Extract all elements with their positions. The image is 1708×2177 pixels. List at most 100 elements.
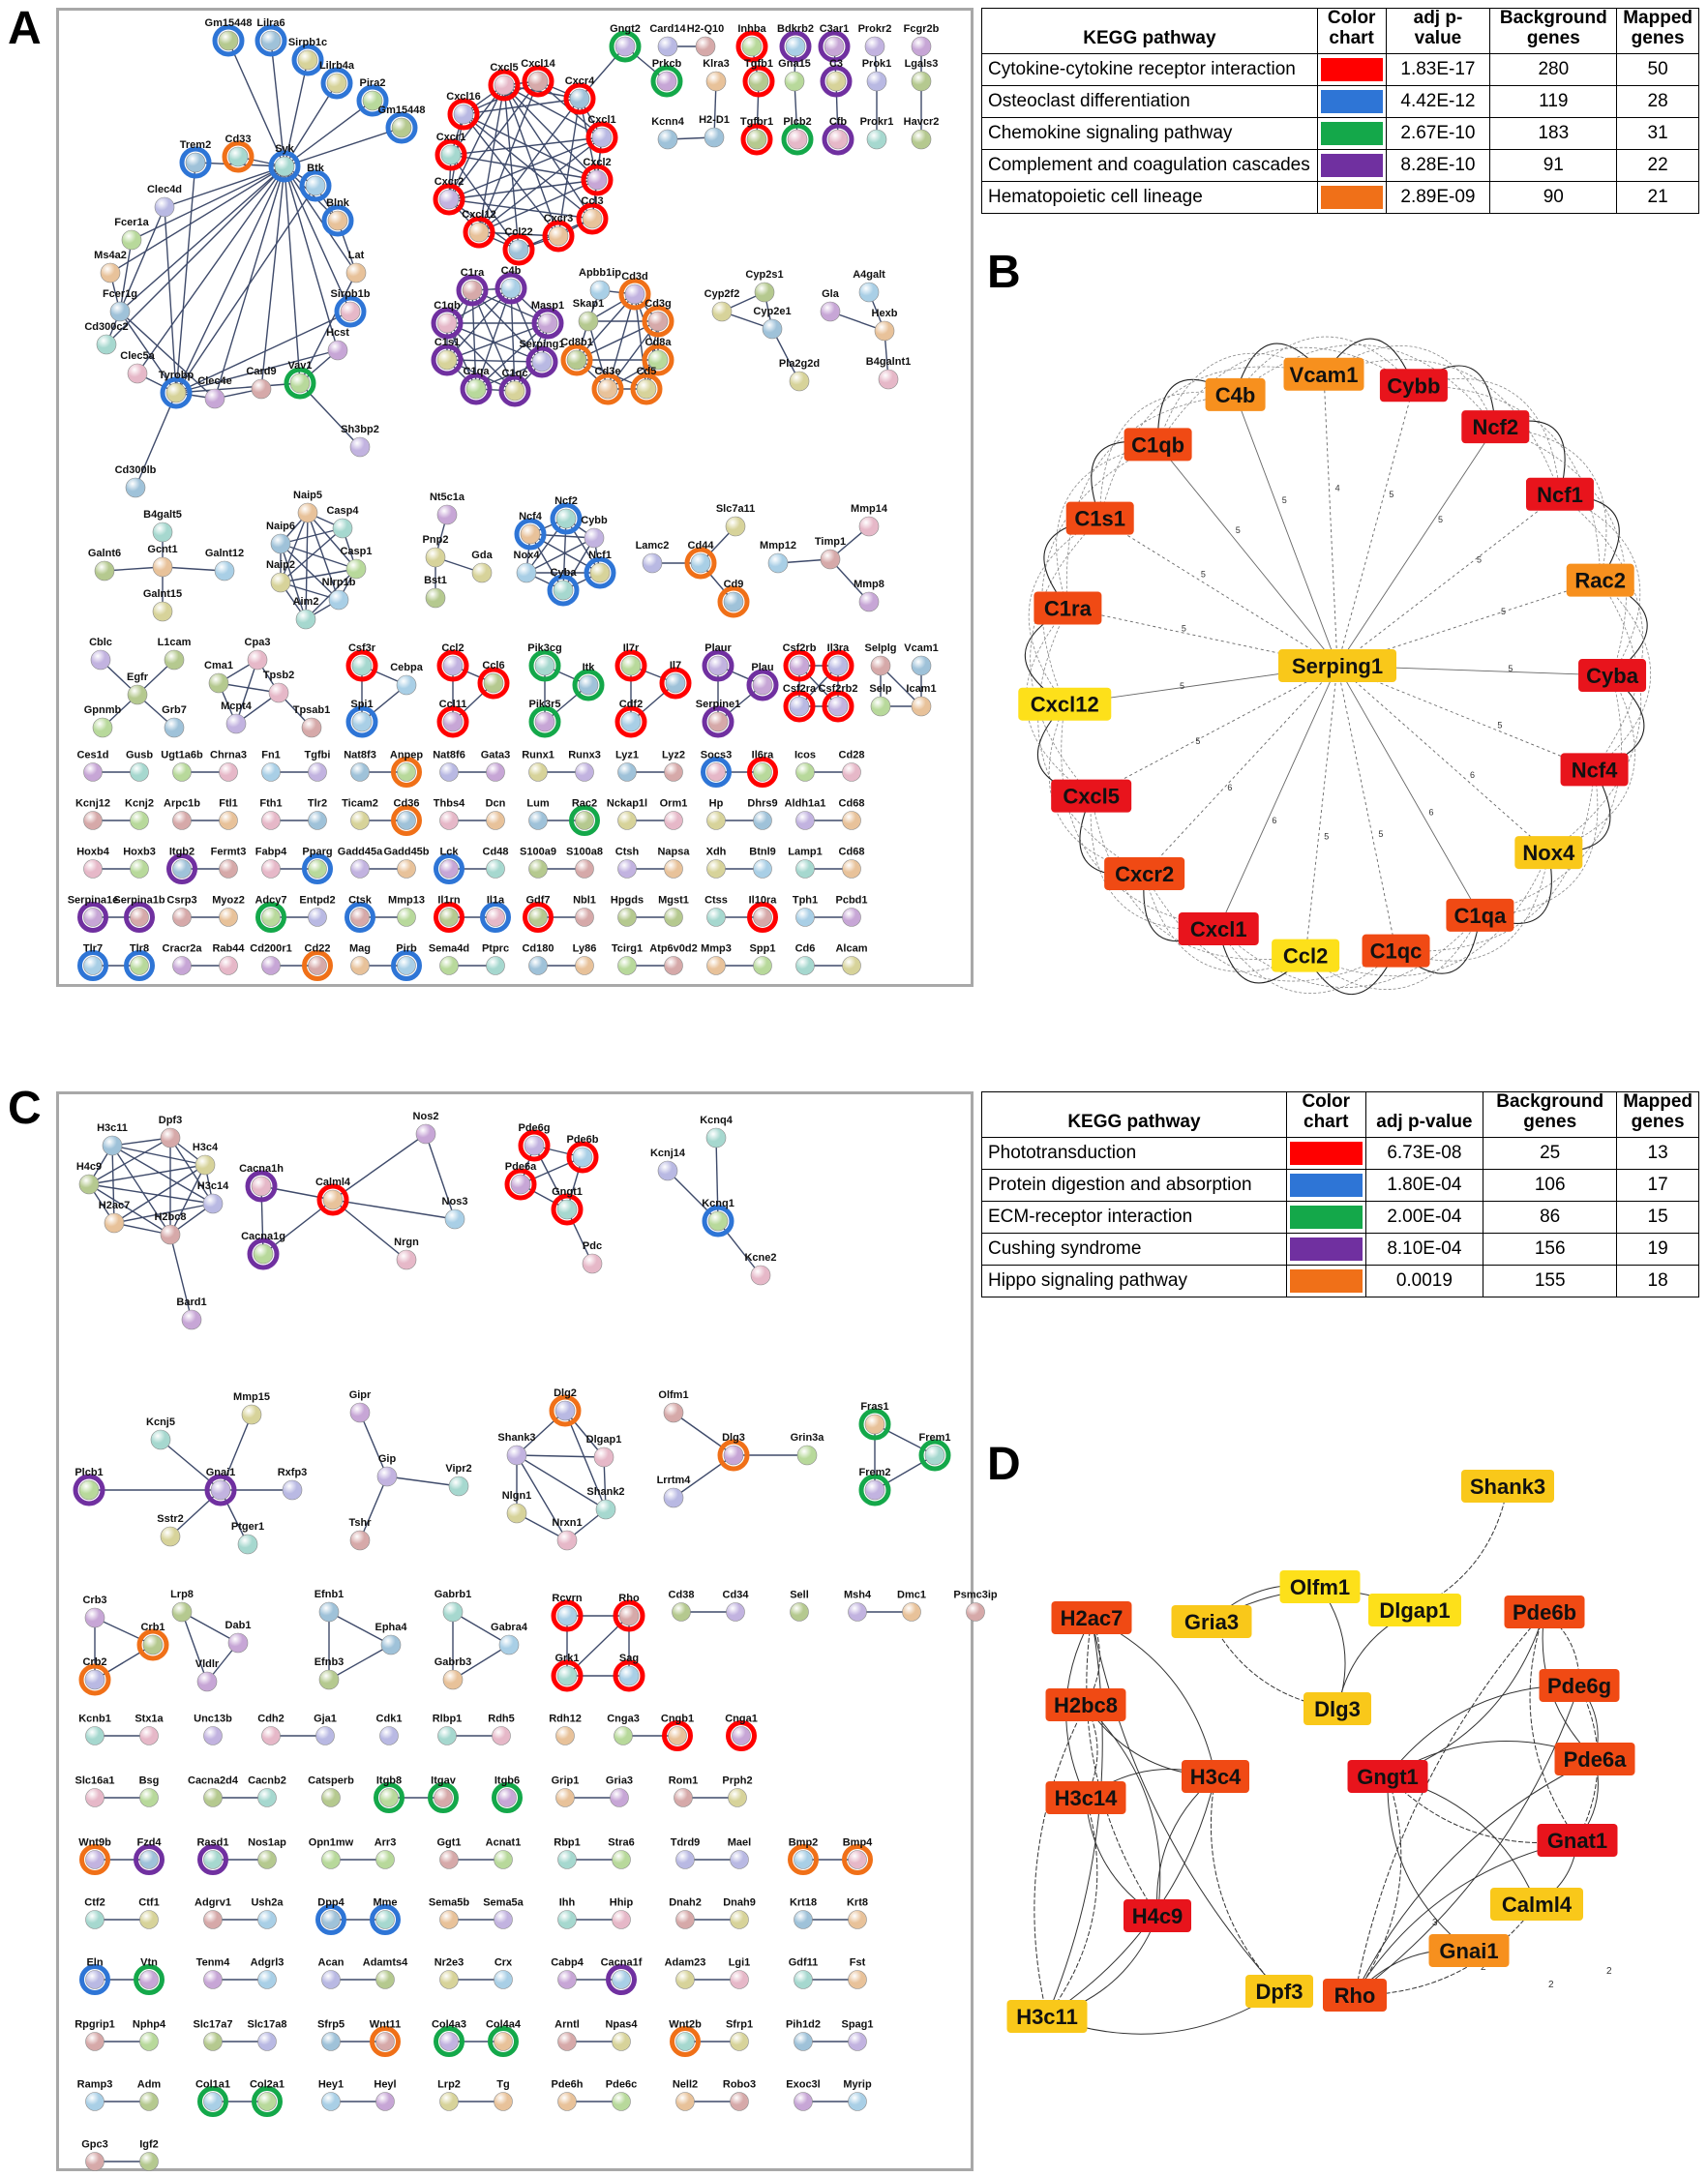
- gene-sphere: [578, 311, 599, 332]
- gene-sphere: [548, 225, 569, 247]
- pathway-ring: [650, 65, 683, 98]
- gene-node: Hcst: [326, 327, 349, 361]
- gene-sphere: [127, 684, 148, 705]
- gene-sphere: [350, 762, 370, 782]
- gene-node: Cxcl1: [585, 114, 618, 154]
- gene-label: Ccl2: [441, 642, 464, 654]
- gene-label: Chrna3: [210, 750, 247, 761]
- gene-label: Cd9: [724, 579, 744, 590]
- interaction-edge: [503, 84, 520, 251]
- gene-sphere: [218, 30, 239, 51]
- pathway-ring: [502, 233, 535, 266]
- gene-label: Clec4d: [147, 184, 182, 195]
- interaction-edge: [307, 512, 340, 601]
- gene-node: Icos: [794, 750, 816, 782]
- gene-label: Gusb: [126, 750, 153, 761]
- gene-sphere: [305, 175, 326, 196]
- gene-label: Pde6b: [1513, 1600, 1576, 1625]
- gene-sphere: [465, 378, 487, 400]
- gene-node: Fabp4: [255, 847, 287, 879]
- gene-sphere: [261, 811, 281, 830]
- pathway-name: Cushing syndrome: [981, 1232, 1287, 1266]
- gene-label: Inhba: [737, 23, 766, 35]
- gene-node: Ncf2: [550, 495, 583, 535]
- gene-label: Fcer1a: [114, 217, 149, 228]
- gene-label: Cxcr2: [434, 176, 464, 188]
- gene-sphere: [870, 655, 891, 676]
- adj-pvalue: 8.28E-10: [1385, 148, 1491, 182]
- gene-sphere: [827, 655, 849, 676]
- interaction-edge: [478, 136, 603, 233]
- gene-sphere: [870, 696, 891, 717]
- gene-node: Kcnj2: [125, 798, 154, 830]
- gene-node: Blnk: [321, 197, 354, 237]
- gene-node: Ctsh: [615, 847, 639, 879]
- gene-label: Ticam2: [342, 798, 378, 810]
- gene-sphere: [762, 318, 783, 340]
- gene-sphere: [301, 717, 322, 738]
- gene-label: Lamc2: [636, 540, 670, 552]
- interaction-edge: [175, 349, 339, 394]
- gene-label: Trem2: [180, 139, 211, 151]
- gene-sphere: [858, 516, 880, 537]
- gene-node: Dcn: [486, 798, 506, 830]
- interaction-edge: [1046, 1797, 1098, 2017]
- gene-node: Nckap1l: [607, 798, 647, 830]
- gene-sphere: [154, 196, 175, 218]
- gene-sphere: [825, 71, 847, 92]
- gene-node: Xdh: [706, 847, 727, 879]
- gene-label: Csf2rb2: [819, 683, 858, 695]
- gene-node: Gm15448: [205, 17, 252, 57]
- gene-label: Bst1: [424, 575, 447, 586]
- gene-node: Cxcl14: [521, 58, 556, 98]
- gene-sphere: [789, 371, 810, 392]
- mapped-genes: 19: [1616, 1232, 1699, 1266]
- gene-label: Gata3: [481, 750, 511, 761]
- gene-sphere: [647, 311, 669, 332]
- gene-node: Cd8b1: [560, 337, 593, 376]
- interaction-edge: [284, 165, 301, 384]
- gene-node: Fermt3: [211, 847, 246, 879]
- gene-sphere: [748, 71, 769, 92]
- pathway-name: Osteoclast differentiation: [981, 84, 1318, 118]
- gene-label: Gnai1: [1439, 1939, 1498, 1963]
- gene-sphere: [528, 859, 548, 879]
- gene-sphere: [462, 280, 483, 301]
- gene-label: Napsa: [657, 847, 690, 858]
- mapped-genes: 13: [1616, 1136, 1699, 1170]
- gene-node: Lamc2: [636, 540, 670, 574]
- gene-sphere: [842, 811, 861, 830]
- gene-label: Dlg3: [1314, 1697, 1361, 1721]
- gene-label: H2-D1: [699, 114, 730, 126]
- gene-sphere: [486, 762, 505, 782]
- gene-node: Aim2: [293, 596, 318, 630]
- gene-node: Naip6: [266, 521, 295, 554]
- pathway-name: Protein digestion and absorption: [981, 1168, 1287, 1202]
- gene-label: Arpc1b: [164, 798, 200, 810]
- gene-node: Pik3cg: [527, 642, 562, 682]
- gene-sphere: [327, 210, 348, 231]
- interaction-edge: [284, 165, 351, 313]
- pathway-ring: [702, 649, 734, 682]
- gene-sphere: [328, 589, 349, 611]
- gene-sphere: [130, 811, 149, 830]
- pathway-ring: [77, 902, 108, 933]
- gene-node: Naip5: [293, 490, 322, 523]
- interaction-edge: [280, 543, 357, 570]
- gene-node: Cyba: [547, 567, 580, 607]
- gene-sphere: [172, 908, 192, 927]
- gene-node: Naip2: [266, 559, 295, 593]
- gene-sphere: [586, 169, 608, 191]
- interaction-edge: [119, 311, 177, 394]
- gene-sphere: [520, 523, 541, 545]
- interaction-edge: [105, 165, 285, 345]
- adj-pvalue: 2.67E-10: [1385, 116, 1491, 150]
- gene-label: Cd5: [637, 366, 657, 377]
- gene-sphere: [92, 717, 113, 738]
- pathway-ring: [547, 574, 580, 607]
- gene-label: H3c4: [1190, 1765, 1242, 1789]
- gene-sphere: [486, 811, 505, 830]
- hub-gene-h3c11: H3c11: [1006, 2000, 1088, 2033]
